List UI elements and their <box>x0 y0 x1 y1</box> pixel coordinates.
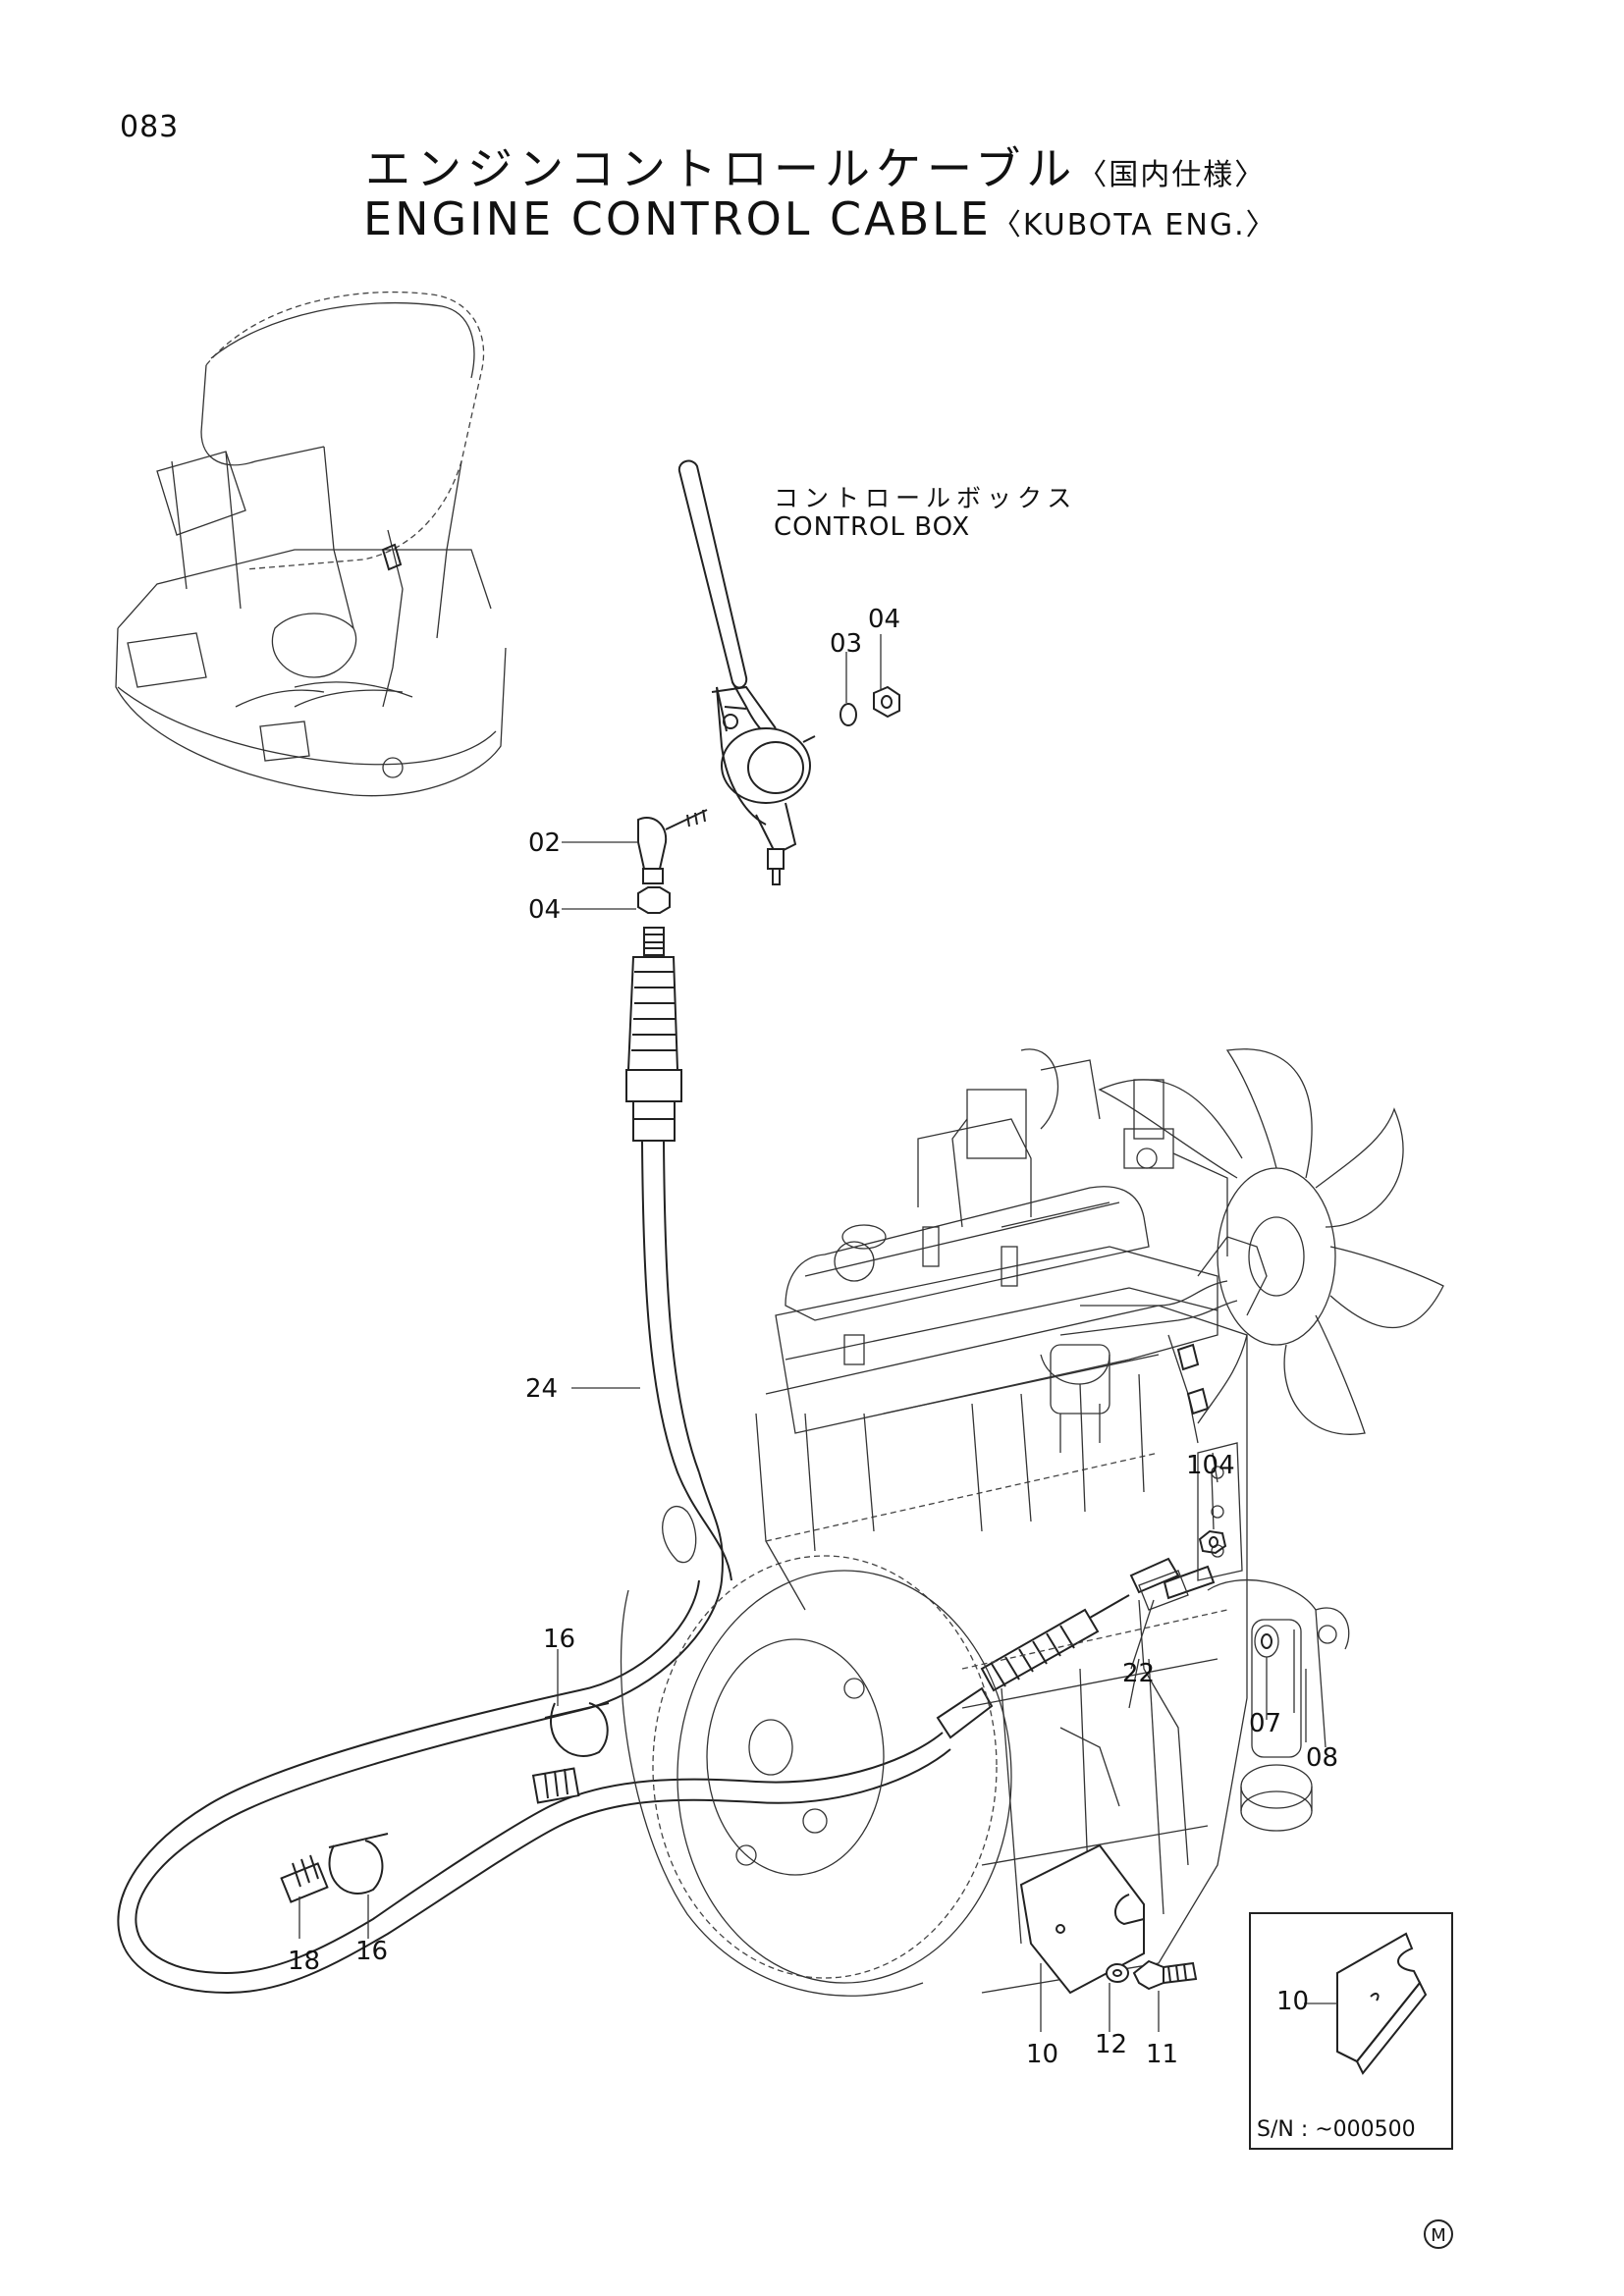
title-japanese-main: エンジンコントロールケーブル <box>365 142 1078 195</box>
engine-cable-fitting <box>936 1557 1216 1739</box>
control-box-label-japanese: コントロールボックス <box>774 484 1078 512</box>
callout-22: 22 <box>1122 1659 1156 1688</box>
callout-04-left: 04 <box>528 895 562 925</box>
kubota-engine-illustration <box>620 1048 1444 2032</box>
callout-10: 10 <box>1026 2040 1059 2069</box>
callout-02: 02 <box>528 828 562 858</box>
control-cable-24 <box>117 956 951 1995</box>
title-japanese: エンジンコントロールケーブル〈国内仕様〉 <box>365 133 1266 198</box>
callout-04-top: 04 <box>868 605 901 634</box>
cooling-fan <box>1098 1048 1444 1435</box>
callout-03: 03 <box>830 629 863 659</box>
callout-07: 07 <box>1249 1709 1282 1738</box>
title-japanese-note: 〈国内仕様〉 <box>1077 158 1267 192</box>
callout-08: 08 <box>1306 1743 1339 1773</box>
excavator-cab-illustration <box>115 291 507 797</box>
callout-11: 11 <box>1146 2040 1179 2069</box>
callout-104: 104 <box>1186 1451 1235 1480</box>
callout-18: 18 <box>288 1947 321 1976</box>
serial-number-inset: 10 S/N : ~000500 <box>1249 1912 1453 2150</box>
callout-24: 24 <box>525 1374 559 1404</box>
title-english: ENGINE CONTROL CABLE〈KUBOTA ENG.〉 <box>363 192 1277 245</box>
page-number: 083 <box>120 110 180 144</box>
title-english-note: 〈KUBOTA ENG.〉 <box>991 208 1277 242</box>
serial-number-note: S/N : ~000500 <box>1257 2117 1416 2142</box>
control-box-label-english: CONTROL BOX <box>774 512 971 542</box>
callout-16-bottom: 16 <box>355 1937 389 1966</box>
title-english-main: ENGINE CONTROL CABLE <box>363 192 992 245</box>
callout-12: 12 <box>1095 2030 1128 2059</box>
control-box-illustration <box>677 459 900 885</box>
inset-callout-10: 10 <box>1276 1987 1310 2016</box>
callout-16-top: 16 <box>543 1625 576 1654</box>
circled-m-mark: M <box>1424 2219 1453 2249</box>
inset-plate-drawing <box>1304 1932 1428 2075</box>
cable-end-fitting <box>562 809 708 956</box>
